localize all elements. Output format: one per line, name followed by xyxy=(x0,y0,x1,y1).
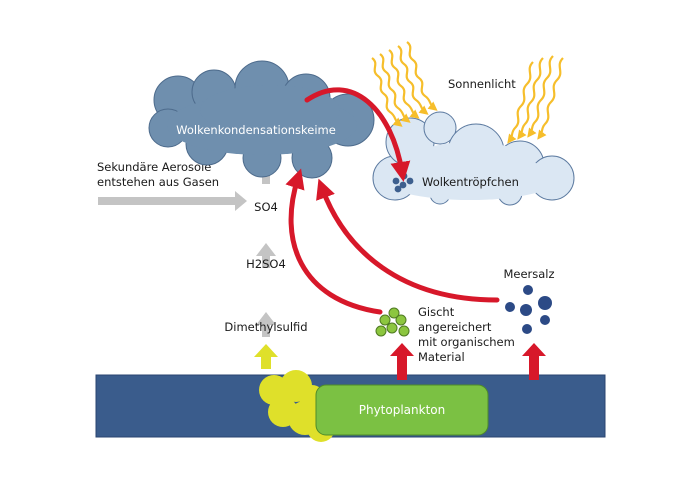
gray-arrow-dms-to-h2so4 xyxy=(256,312,276,337)
condensation-nuclei-label: Wolkenkondensationskeime xyxy=(176,123,336,137)
so4-label: SO4 xyxy=(254,200,278,214)
phytoplankton-box xyxy=(315,384,489,436)
sea-spray-particles xyxy=(375,307,410,337)
secondary-aerosols-line1: Sekundäre Aerosole xyxy=(97,160,211,174)
sea-spray-line4: Material xyxy=(418,350,465,364)
red-arrow-to-droplets xyxy=(304,87,411,182)
secondary-aerosols-line2: entstehen aus Gasen xyxy=(97,175,219,189)
gray-arrow-h2so4-to-so4 xyxy=(256,243,276,268)
droplets-label: Wolkentröpfchen xyxy=(422,175,519,189)
phytoplankton-label: Phytoplankton xyxy=(359,403,446,417)
sunlight-label: Sonnenlicht xyxy=(448,77,516,91)
dms-label: Dimethylsulfid xyxy=(224,320,307,334)
sun-rays-right xyxy=(507,55,564,144)
sun-rays-left xyxy=(371,41,438,127)
sea-spray-line1: Gischt xyxy=(418,305,455,319)
sea-spray-line3: mit organischem xyxy=(418,335,515,349)
red-arrow-spray-to-cloud xyxy=(285,168,383,315)
dms-up-arrow xyxy=(254,344,278,369)
h2so4-label: H2SO4 xyxy=(246,257,286,271)
sea-spray-line2: angereichert xyxy=(418,320,492,334)
sea-salt-label: Meersalz xyxy=(503,267,554,281)
red-arrow-seasalt-to-cloud xyxy=(316,178,500,303)
sea-salt-particles xyxy=(505,285,552,334)
seasalt-up-arrow xyxy=(522,343,546,380)
gray-arrow-secondary-aerosols xyxy=(98,191,247,211)
spray-up-arrow xyxy=(390,343,414,380)
